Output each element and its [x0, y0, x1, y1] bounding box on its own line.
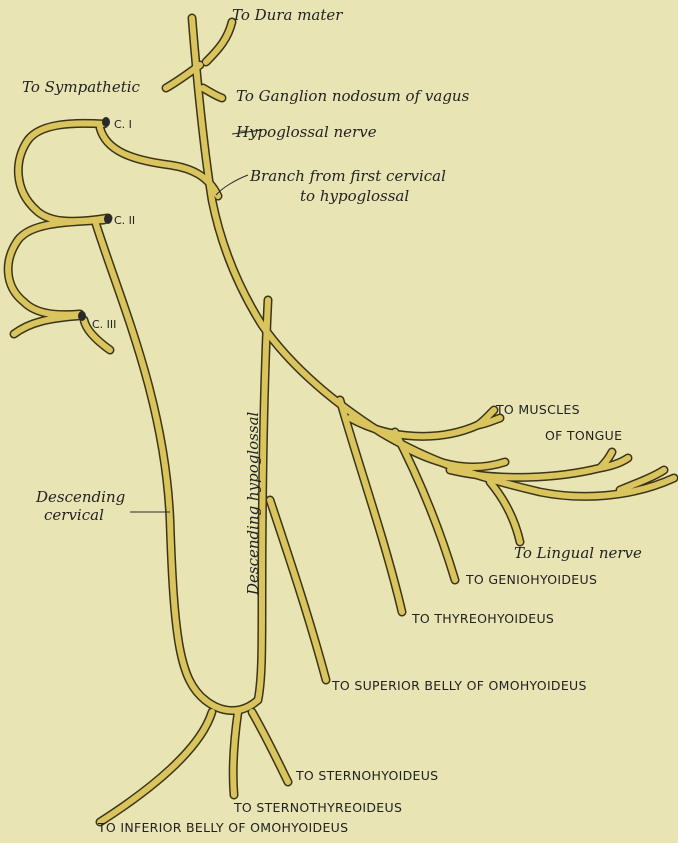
label-muscles-tongue-2: OF TONGUE [545, 428, 622, 443]
label-ganglion-nodosum: To Ganglion nodosum of vagus [236, 87, 470, 105]
c1-end [102, 117, 110, 127]
label-descending-cervical-2: cervical [44, 506, 104, 524]
c2-end [104, 214, 112, 224]
label-geniohyoideus: TO GENIOHYOIDEUS [465, 572, 597, 587]
label-descending-hypoglossal: Descending hypoglossal [244, 411, 262, 596]
label-thyreohyoideus: TO THYREOHYOIDEUS [411, 611, 554, 626]
label-c3: C. III [92, 318, 116, 331]
label-sternohyoideus: TO STERNOHYOIDEUS [295, 768, 438, 783]
c3-end [78, 311, 86, 321]
label-sternothyreoideus: TO STERNOTHYREOIDEUS [233, 800, 402, 815]
label-descending-cervical-1: Descending [35, 488, 125, 506]
label-branch-first-cervical-1: Branch from first cervical [249, 167, 446, 185]
label-dura-mater: To Dura mater [232, 6, 343, 24]
label-branch-first-cervical-2: to hypoglossal [300, 187, 409, 205]
label-sympathetic: To Sympathetic [22, 78, 141, 96]
label-hypoglossal-nerve: Hypoglossal nerve [235, 123, 377, 141]
label-inferior-omohyoideus: TO INFERIOR BELLY OF OMOHYOIDEUS [97, 820, 348, 835]
label-muscles-tongue-1: TO MUSCLES [495, 402, 580, 417]
label-lingual-nerve: To Lingual nerve [514, 544, 642, 562]
label-superior-omohyoideus: TO SUPERIOR BELLY OF OMOHYOIDEUS [331, 678, 587, 693]
label-c1: C. I [114, 118, 132, 131]
label-c2: C. II [114, 214, 135, 227]
